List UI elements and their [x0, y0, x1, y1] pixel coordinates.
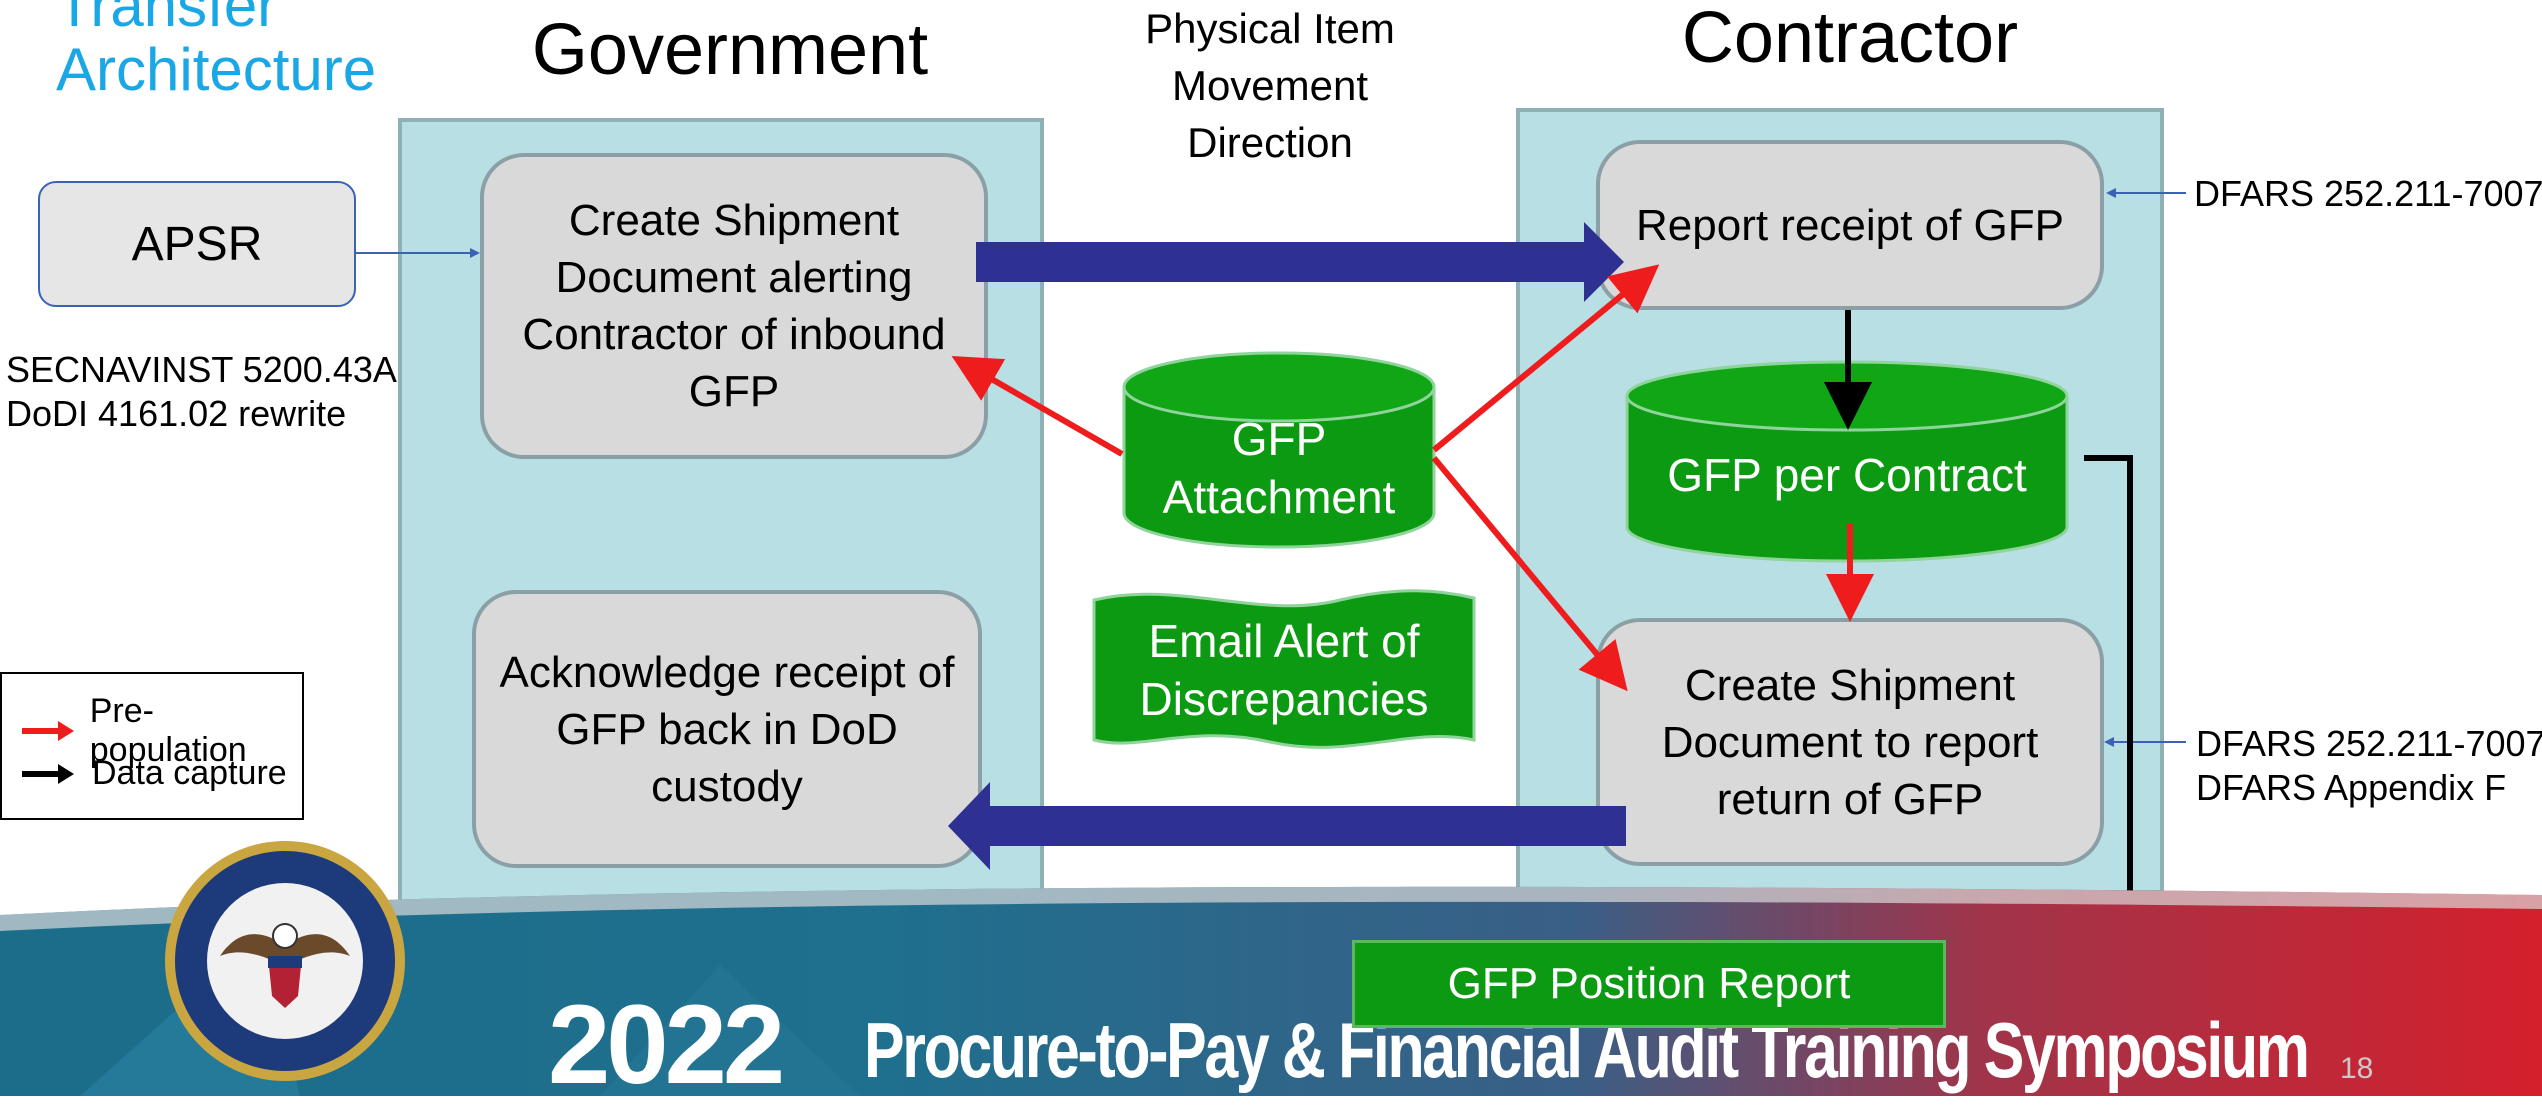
gfp-attachment-label: GFP Attachment [1162, 413, 1396, 523]
create-return-shipment-label: Create Shipment Document to report retur… [1661, 660, 2039, 824]
prepop-arrow-to-create-shipment [951, 356, 1124, 457]
government-heading: Government [531, 10, 929, 90]
return-movement-arrow [948, 782, 1626, 870]
policy-ref-dodi: DoDI 4161.02 rewrite [6, 393, 347, 434]
black-arrow-icon [22, 763, 74, 784]
create-shipment-label: Create Shipment Document alerting Contra… [522, 196, 946, 416]
legend-prepopulation-label: Pre-population [89, 692, 247, 769]
gfp-position-report-label: GFP Position Report [1447, 959, 1851, 1008]
outbound-movement-arrow [976, 222, 1624, 302]
footer-year: 2022 [548, 982, 785, 1107]
prepop-arrow-to-report-receipt [1432, 264, 1660, 453]
acknowledge-receipt-label: Acknowledge receipt of GFP back in DoD c… [499, 647, 955, 811]
policy-ref-secnavinst: SECNAVINST 5200.43A [6, 349, 397, 390]
dfars-ref-bottom: DFARS 252.211-7007 [2196, 723, 2542, 764]
report-receipt-label: Report receipt of GFP [1636, 200, 2064, 250]
contractor-heading: Contractor [1681, 0, 2019, 78]
email-alert-label: Email Alert of Discrepancies [1139, 615, 1429, 725]
apsr-box: APSR [38, 181, 356, 307]
page-number: 18 [2340, 1052, 2374, 1085]
gfp-position-report: GFP Position Report [1352, 940, 1946, 1028]
gfp-attachment-cylinder [1122, 351, 1436, 549]
movement-direction-label: Physical Item Movement Direction [1145, 5, 1395, 166]
acknowledge-receipt-box: Acknowledge receipt of GFP back in DoD c… [472, 590, 982, 868]
create-return-shipment-box: Create Shipment Document to report retur… [1596, 618, 2104, 866]
legend: Pre-population Data capture [0, 672, 304, 820]
legend-prepopulation: Pre-population [20, 692, 302, 770]
dfars-appendix-ref: DFARS Appendix F [2196, 767, 2507, 808]
slide-title: Transfer Architecture [56, 0, 377, 103]
legend-data-capture-label: Data capture [92, 754, 287, 792]
email-alert-shape [1092, 589, 1476, 749]
report-receipt-box: Report receipt of GFP [1596, 140, 2104, 310]
apsr-label: APSR [131, 217, 263, 271]
create-shipment-box: Create Shipment Document alerting Contra… [480, 153, 988, 459]
red-arrow-icon [22, 721, 74, 741]
legend-data-capture: Data capture [20, 754, 287, 793]
gfp-per-contract-label: GFP per Contract [1667, 449, 2027, 501]
dfars-ref-top: DFARS 252.211-7007 [2194, 173, 2542, 214]
dod-seal-logo [165, 841, 405, 1081]
prepop-arrow-to-create-return [1431, 456, 1628, 692]
